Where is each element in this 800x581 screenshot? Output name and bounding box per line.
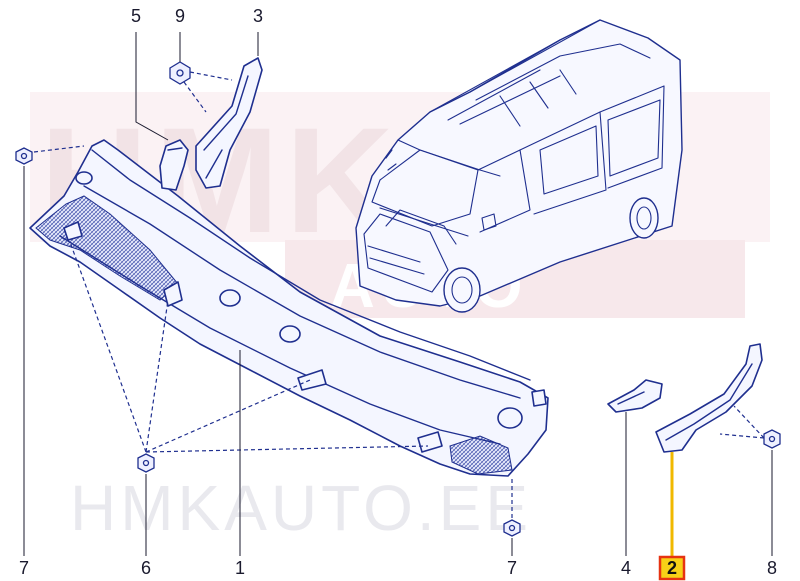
callout-labels: 5 9 3 7 6 1 7 4 2 8: [19, 6, 777, 581]
part-2-side-panel: [655, 343, 763, 453]
callout-1: 1: [235, 558, 245, 578]
callout-7-left: 7: [19, 558, 29, 578]
part-5-clip-bracket: [159, 139, 189, 191]
fasteners: [15, 61, 781, 537]
callout-2-highlight: 2: [658, 555, 686, 581]
clip-8: [763, 429, 781, 449]
callout-2: 2: [667, 558, 677, 578]
callout-9: 9: [175, 6, 185, 26]
clip-7-right: [503, 519, 521, 537]
callout-5: 5: [131, 6, 141, 26]
callout-7-right: 7: [507, 558, 517, 578]
clip-6: [137, 453, 155, 473]
leader-lines: [23, 32, 773, 556]
callout-8: 8: [767, 558, 777, 578]
callout-4: 4: [621, 558, 631, 578]
clip-7-left: [15, 147, 33, 165]
part-4-bracket: [607, 379, 663, 413]
assembly-lines: [33, 71, 765, 518]
part-3-bracket: [195, 57, 263, 189]
clip-9: [169, 61, 191, 85]
watermark-bottom-text: HMKAUTO.EE: [70, 472, 532, 544]
part-1-cowl-panel: [29, 139, 549, 477]
callout-3: 3: [253, 6, 263, 26]
van-illustration: [355, 19, 683, 313]
callout-6: 6: [141, 558, 151, 578]
highlight-box: [658, 555, 686, 581]
